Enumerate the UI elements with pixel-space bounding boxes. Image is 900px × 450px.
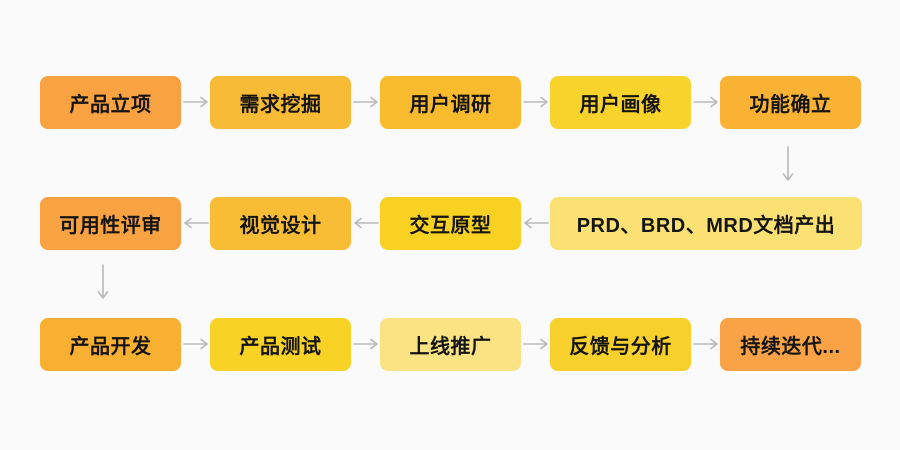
node-continuous-iteration: 持续迭代... xyxy=(720,318,861,371)
arrow-left-icon xyxy=(183,216,209,230)
node-feature-definition: 功能确立 xyxy=(720,76,861,129)
node-label: 反馈与分析 xyxy=(569,336,672,358)
arrow-right-icon xyxy=(353,95,379,109)
node-label: PRD、BRD、MRD文档产出 xyxy=(576,215,836,237)
arrow-left-icon xyxy=(353,216,379,230)
node-label: 产品开发 xyxy=(69,336,152,358)
node-user-persona: 用户画像 xyxy=(550,76,691,129)
node-usability-review: 可用性评审 xyxy=(40,197,181,250)
node-label: 持续迭代... xyxy=(740,336,841,358)
node-label: 交互原型 xyxy=(409,215,492,237)
node-label: 产品立项 xyxy=(69,94,152,116)
node-visual-design: 视觉设计 xyxy=(210,197,351,250)
arrow-down-icon xyxy=(96,264,110,300)
arrow-down-icon xyxy=(781,146,795,182)
node-product-testing: 产品测试 xyxy=(210,318,351,371)
node-label: 功能确立 xyxy=(749,94,832,116)
node-prd-brd-mrd-docs: PRD、BRD、MRD文档产出 xyxy=(550,197,862,250)
node-label: 用户画像 xyxy=(579,94,662,116)
node-label: 视觉设计 xyxy=(239,215,322,237)
node-label: 产品测试 xyxy=(239,336,322,358)
node-product-development: 产品开发 xyxy=(40,318,181,371)
node-label: 上线推广 xyxy=(409,336,492,358)
arrow-right-icon xyxy=(523,95,549,109)
arrow-left-icon xyxy=(523,216,549,230)
node-launch-promotion: 上线推广 xyxy=(380,318,521,371)
node-feedback-analysis: 反馈与分析 xyxy=(550,318,691,371)
arrow-right-icon xyxy=(353,337,379,351)
node-label: 需求挖掘 xyxy=(239,94,322,116)
node-product-initiation: 产品立项 xyxy=(40,76,181,129)
node-interaction-prototype: 交互原型 xyxy=(380,197,521,250)
arrow-right-icon xyxy=(693,337,719,351)
arrow-right-icon xyxy=(183,337,209,351)
arrow-right-icon xyxy=(183,95,209,109)
node-label: 用户调研 xyxy=(409,94,492,116)
node-user-research: 用户调研 xyxy=(380,76,521,129)
arrow-right-icon xyxy=(693,95,719,109)
arrow-right-icon xyxy=(523,337,549,351)
node-requirement-mining: 需求挖掘 xyxy=(210,76,351,129)
node-label: 可用性评审 xyxy=(59,215,162,237)
